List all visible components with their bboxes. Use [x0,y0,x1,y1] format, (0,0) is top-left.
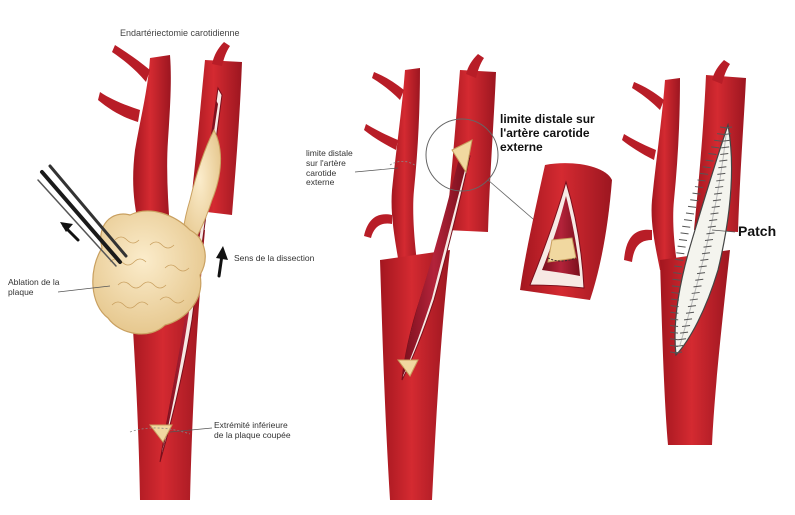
label-limite-small: limite distale sur l'artère carotide ext… [306,149,353,188]
suture-stitch [686,213,694,214]
suture-stitch [676,253,684,254]
suture-stitch [681,233,689,234]
label-patch: Patch [738,223,776,239]
label-dissection: Sens de la dissection [234,254,314,264]
figure-3-artery [622,60,746,445]
zoom-inset [520,163,612,305]
suture-stitch [682,226,690,227]
diagram-title: Endartériectomie carotidienne [120,28,240,38]
suture-stitch [688,206,696,207]
arrow-up-icon [216,246,228,276]
label-extremite: Extrémité inférieure de la plaque coupée [214,421,291,441]
figure-2-artery [364,54,496,500]
label-ablation: Ablation de la plaque [8,278,60,298]
suture-stitch [684,220,692,221]
label-limite-big: limite distale sur l'artère carotide ext… [500,113,595,154]
leader-lines-2 [355,168,398,172]
arrow-upleft-icon [60,222,78,240]
suture-stitch [679,240,687,241]
suture-stitch [678,246,686,247]
